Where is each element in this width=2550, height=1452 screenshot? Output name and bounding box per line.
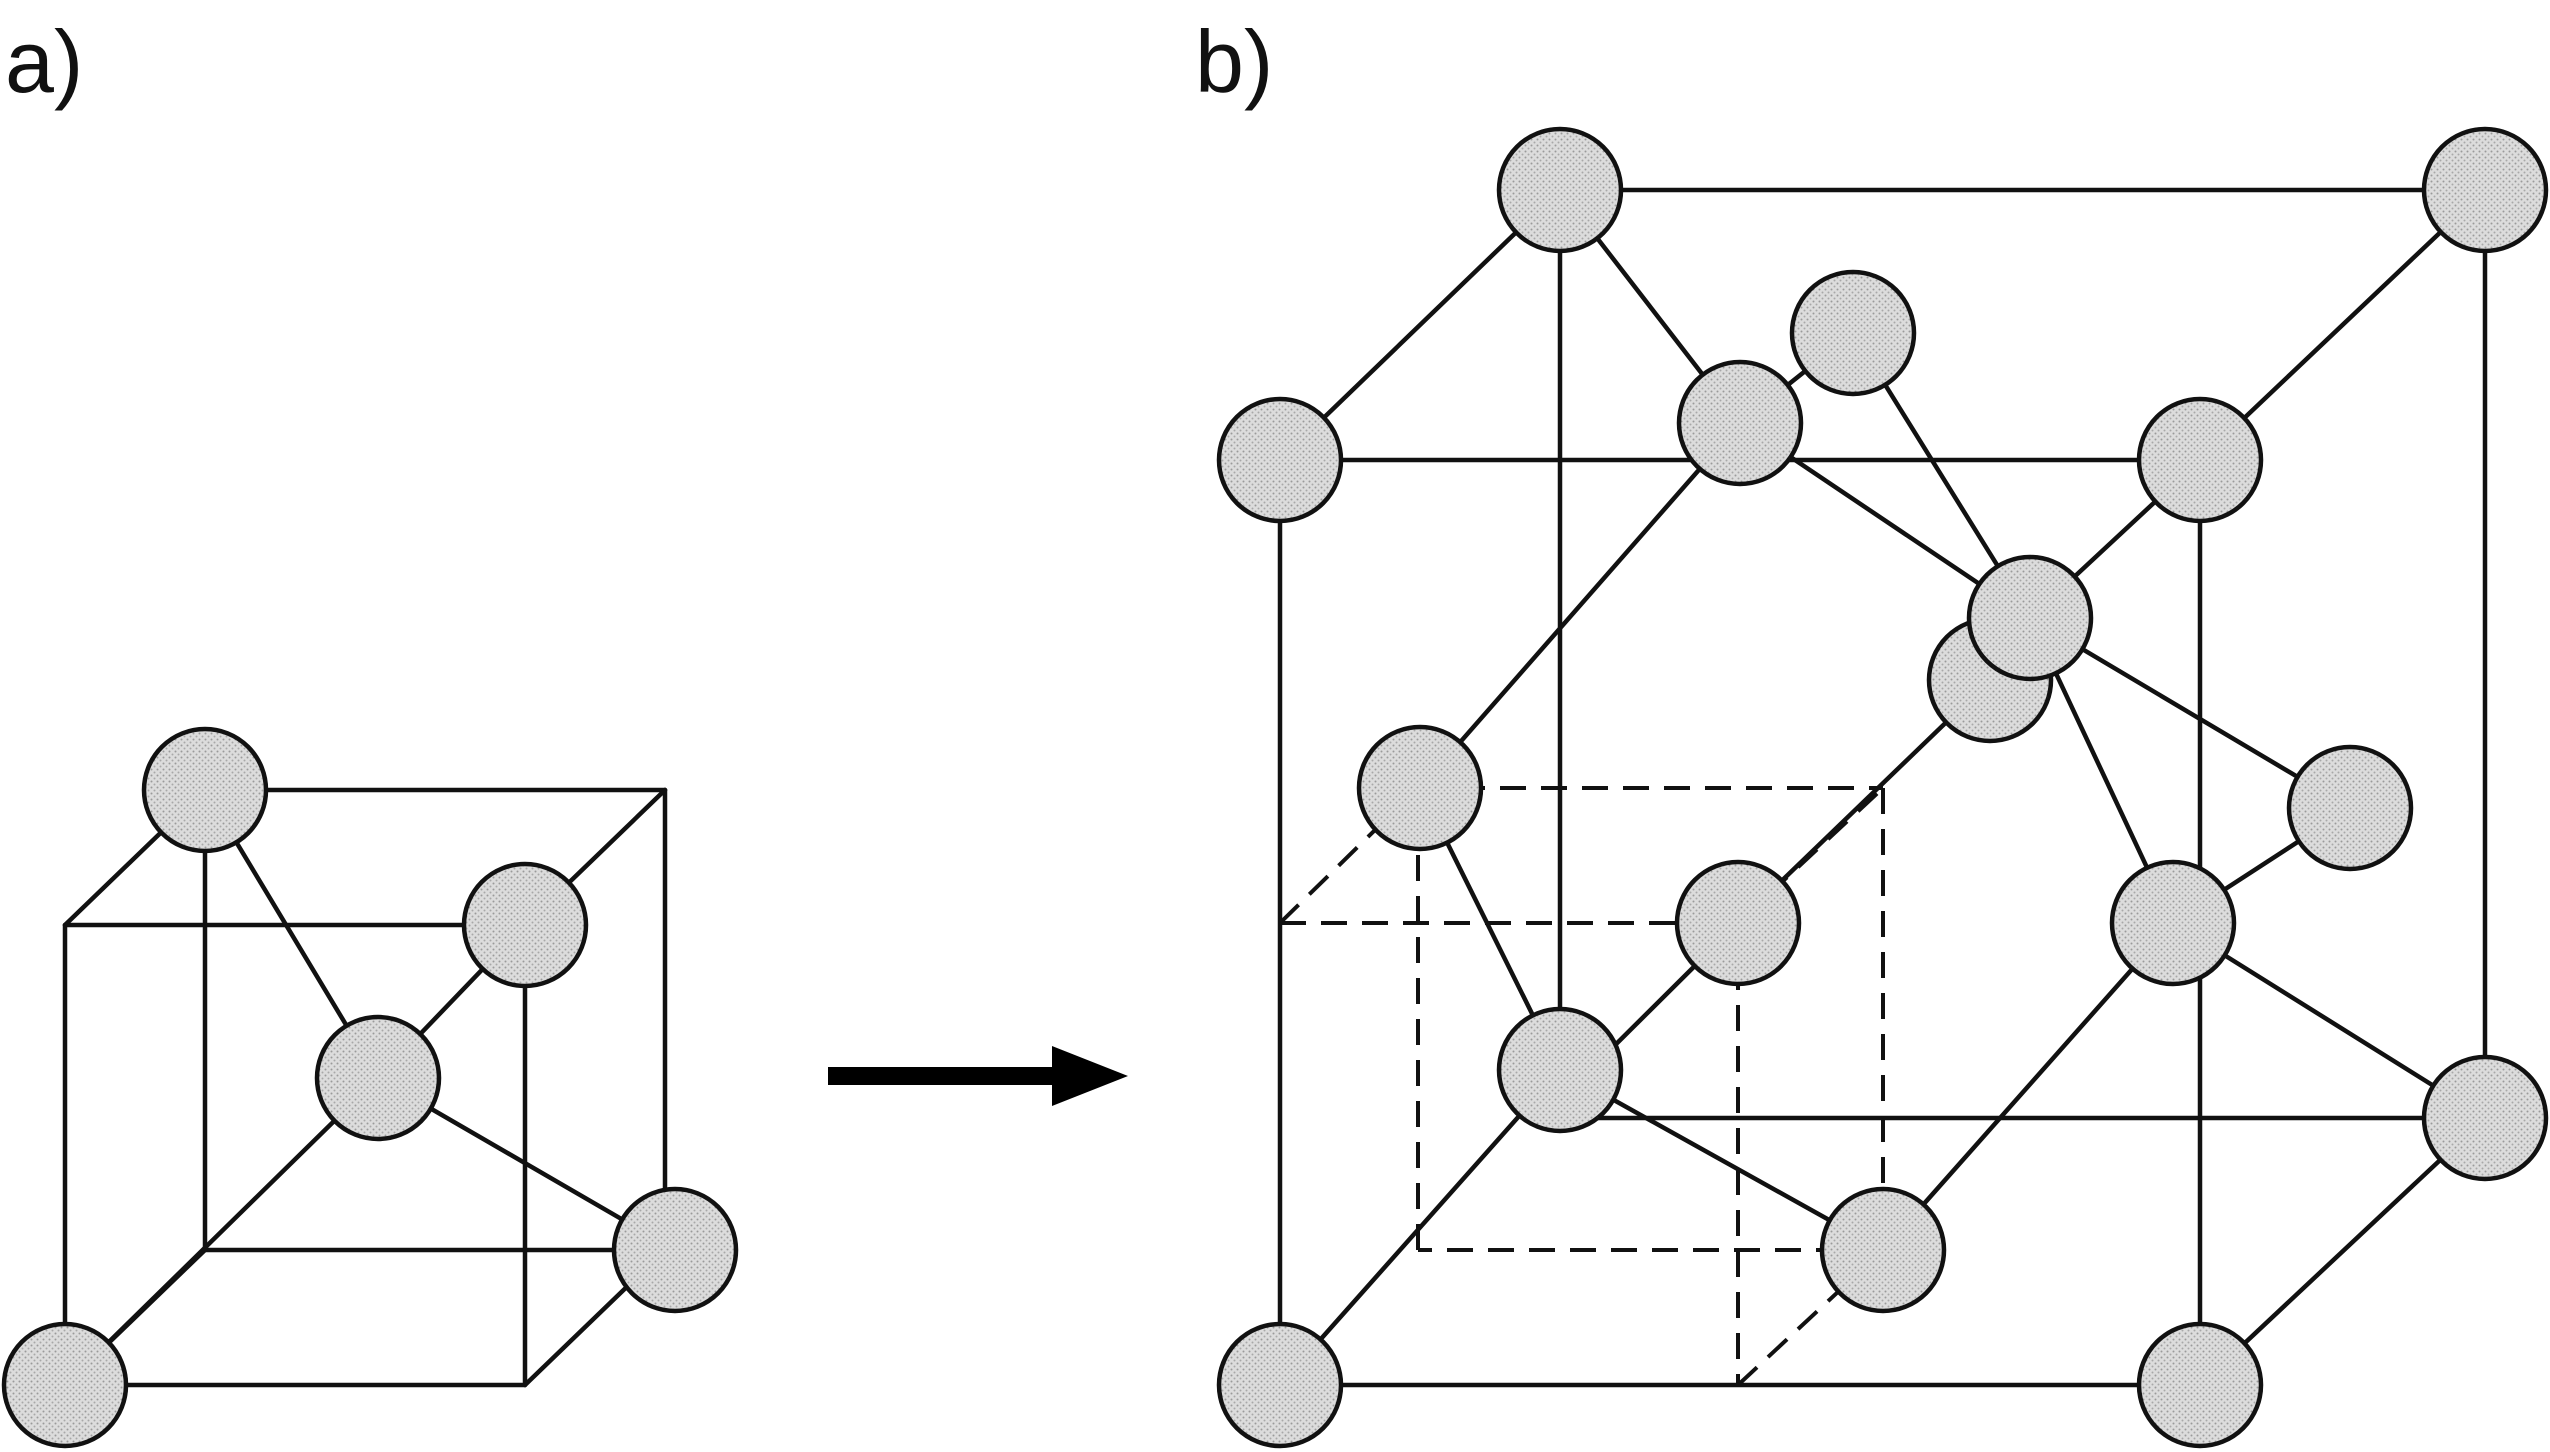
- panel-b-lattice: [1216, 126, 2549, 1449]
- atom: [1356, 724, 1484, 852]
- atom: [461, 861, 589, 989]
- panel-a-label: a): [5, 12, 83, 111]
- atom: [1216, 396, 1344, 524]
- panel-b-cube-edges: [1277, 187, 2488, 1388]
- atom: [2286, 744, 2414, 872]
- atom: [1674, 859, 1802, 987]
- atom: [1789, 269, 1917, 397]
- atom: [1966, 554, 2094, 682]
- atom: [2421, 1054, 2549, 1182]
- atom: [1496, 1006, 1624, 1134]
- atom: [2109, 859, 2237, 987]
- atom: [314, 1014, 442, 1142]
- atom: [141, 726, 269, 854]
- atom: [1496, 126, 1624, 254]
- atom: [2136, 396, 2264, 524]
- atom: [1216, 1321, 1344, 1449]
- panel-b-label: b): [1195, 12, 1273, 111]
- atom: [1, 1321, 129, 1449]
- transition-arrow: [828, 1046, 1128, 1106]
- atom: [2136, 1321, 2264, 1449]
- panel-b-dashed-subcell: [1278, 786, 1885, 1387]
- atom: [2421, 126, 2549, 254]
- atom: [611, 1186, 739, 1314]
- panel-a-atoms: [1, 726, 739, 1449]
- atom: [1819, 1186, 1947, 1314]
- panel-b-atoms: [1216, 126, 2549, 1449]
- panel-a-unit-cell: [1, 726, 739, 1449]
- atom: [1676, 359, 1804, 487]
